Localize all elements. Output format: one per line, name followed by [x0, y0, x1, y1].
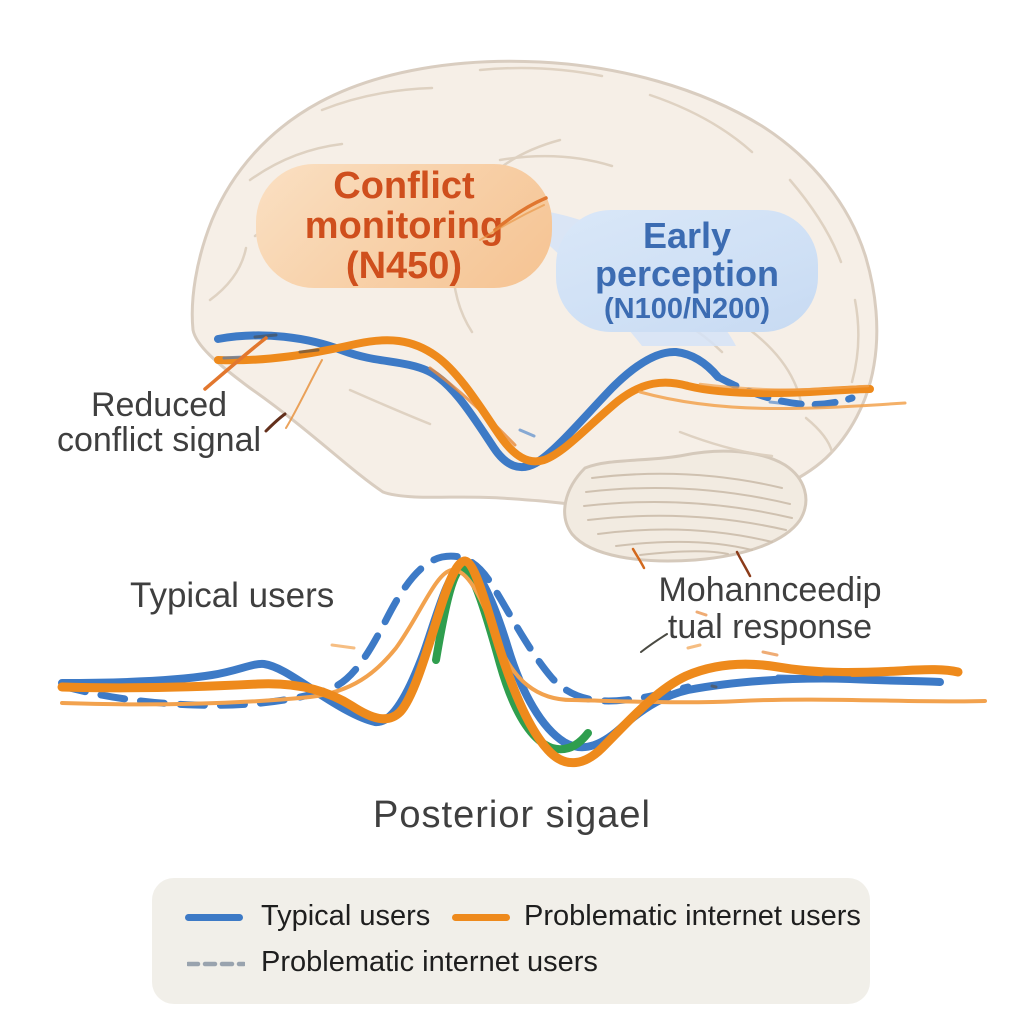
lower-wave-fragments	[330, 610, 779, 689]
cerebellum-tick-right	[735, 550, 752, 578]
response-line-1: Mohannceedip	[658, 571, 882, 609]
conflict-monitoring-label: Conflict monitoring (N450)	[256, 164, 552, 288]
reduced-line-2: conflict signal	[56, 421, 262, 459]
legend-swatch-typical	[185, 914, 243, 921]
upper-wave-orange	[214, 336, 874, 466]
cerebellum-striations	[583, 472, 793, 556]
reduced-line-1: Reduced	[90, 386, 228, 424]
annotation-lines	[203, 336, 752, 653]
cerebellum-tick-left	[631, 547, 646, 570]
legend-label-problematic: Problematic internet users	[524, 900, 861, 932]
chart-title: Posterior sigael	[373, 794, 651, 836]
upper-wave-blue-solid	[214, 331, 722, 471]
lower-wave-blue-dash-right	[775, 674, 941, 684]
cerebellum-shape	[563, 449, 808, 563]
leader-orange-thin	[285, 359, 323, 429]
conflict-line-3: (N450)	[345, 245, 463, 287]
legend-swatch-problematic-dashed	[187, 960, 245, 968]
reduced-conflict-annotation: Reduced conflict signal	[44, 388, 274, 458]
early-line-2: perception	[594, 252, 780, 294]
leader-brown	[264, 412, 287, 433]
upper-wave-orange-thin-right2	[698, 382, 870, 391]
dashed-line-swatch	[187, 961, 245, 967]
legend-swatch-problematic	[452, 914, 510, 921]
response-line-2: tual response	[667, 608, 873, 646]
early-line-3: (N100/N200)	[603, 292, 771, 325]
upper-wave-fragments	[222, 333, 790, 438]
upper-wave-orange-thin-right1	[638, 390, 907, 411]
upper-wave-blue-dashed	[714, 373, 856, 408]
typical-users-heading: Typical users	[130, 576, 335, 615]
legend-label-problematic-dashed: Problematic internet users	[261, 946, 598, 978]
early-line-1: Early	[642, 214, 732, 256]
early-perception-label: Early perception (N100/N200)	[556, 210, 818, 332]
lower-wave-orange-thin	[60, 568, 987, 707]
conflict-line-1: Conflict	[333, 165, 475, 207]
lower-wave-orange	[57, 556, 963, 768]
conflict-line-2: monitoring	[304, 205, 504, 247]
legend-label-typical: Typical users	[261, 900, 431, 932]
leader-orange	[203, 336, 268, 391]
lower-waveform	[57, 552, 987, 768]
response-leader-dark	[640, 633, 668, 653]
upper-waveform	[214, 331, 907, 471]
legend-box: Typical users Problematic internet users…	[152, 878, 870, 1004]
response-annotation: Mohannceedip tual response	[630, 572, 910, 646]
